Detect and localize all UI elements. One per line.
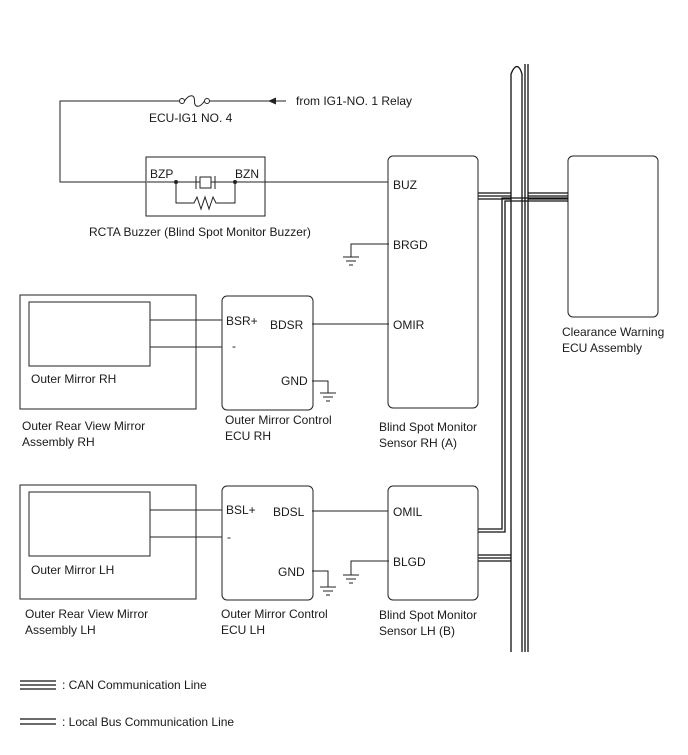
arrow-left-icon bbox=[268, 97, 276, 105]
sensor-rh-pin-omir: OMIR bbox=[393, 318, 425, 332]
ground-icon bbox=[343, 243, 389, 266]
legend: : CAN Communication Line : Local Bus Com… bbox=[20, 678, 234, 729]
ecu-rh-pin-gnd: GND bbox=[281, 374, 308, 388]
fuse-label: ECU-IG1 NO. 4 bbox=[149, 111, 233, 125]
local-bus-line-icon bbox=[20, 718, 56, 725]
buzzer-name: RCTA Buzzer (Blind Spot Monitor Buzzer) bbox=[89, 225, 311, 239]
ecu-lh-pin-gnd: GND bbox=[278, 565, 305, 579]
relay-source-label: from IG1-NO. 1 Relay bbox=[296, 94, 412, 108]
ecu-lh-pin-bsl: BSL+ bbox=[226, 503, 256, 517]
outer-mirror-assembly-lh: Outer Mirror LH Outer Rear View Mirror A… bbox=[19, 484, 197, 637]
clearance-ecu-name-1: Clearance Warning bbox=[562, 325, 664, 339]
sensor-rh: BUZ BRGD OMIR Blind Spot Monitor Sensor … bbox=[379, 155, 479, 450]
ecu-rh-name-2: ECU RH bbox=[225, 429, 271, 443]
sensor-rh-pin-brgd: BRGD bbox=[393, 238, 428, 252]
can-line-icon bbox=[20, 680, 56, 690]
ground-icon bbox=[312, 380, 336, 402]
can-branch-lh bbox=[478, 554, 511, 562]
can-branch-rh bbox=[478, 192, 568, 200]
resistor-icon bbox=[175, 182, 236, 211]
ecu-rh-name-1: Outer Mirror Control bbox=[225, 413, 332, 427]
power-feed: from IG1-NO. 1 Relay ECU-IG1 NO. 4 bbox=[59, 94, 412, 183]
fuse-icon bbox=[179, 95, 210, 107]
sensor-lh-pin-blgd: BLGD bbox=[393, 555, 426, 569]
sensor-lh-name-2: Sensor LH (B) bbox=[379, 624, 455, 638]
buzzer-pin-bzp: BZP bbox=[150, 167, 173, 181]
clearance-warning-ecu: Clearance Warning ECU Assembly bbox=[562, 155, 664, 355]
sensor-lh: OMIL BLGD Blind Spot Monitor Sensor LH (… bbox=[379, 485, 479, 638]
clearance-ecu-name-2: ECU Assembly bbox=[562, 341, 642, 355]
ground-icon bbox=[312, 570, 336, 596]
ecu-rh-pin-bdsr: BDSR bbox=[270, 318, 304, 332]
ecu-lh-pin-bdsl: BDSL bbox=[273, 505, 305, 519]
sensor-rh-name-1: Blind Spot Monitor bbox=[379, 420, 477, 434]
ecu-rh-pin-neg: - bbox=[232, 339, 236, 353]
buzzer-pin-bzn: BZN bbox=[235, 167, 259, 181]
legend-local-bus-label: : Local Bus Communication Line bbox=[62, 715, 234, 729]
crystal-icon bbox=[195, 176, 216, 189]
mirror-lh-inner-label: Outer Mirror LH bbox=[31, 563, 114, 577]
mirror-rh-name-2: Assembly RH bbox=[22, 435, 95, 449]
mirror-lh-name-2: Assembly LH bbox=[25, 623, 96, 637]
sensor-rh-name-2: Sensor RH (A) bbox=[379, 436, 457, 450]
mirror-rh-name-1: Outer Rear View Mirror bbox=[22, 419, 145, 433]
sensor-lh-name-1: Blind Spot Monitor bbox=[379, 608, 477, 622]
can-bus bbox=[510, 64, 529, 652]
legend-can-label: : CAN Communication Line bbox=[62, 678, 207, 692]
mirror-control-ecu-rh: BSR+ - BDSR GND Outer Mirror Control ECU… bbox=[221, 295, 332, 443]
mirror-rh-inner-label: Outer Mirror RH bbox=[31, 372, 116, 386]
sensor-rh-pin-buz: BUZ bbox=[393, 178, 417, 192]
ecu-lh-name-2: ECU LH bbox=[221, 623, 265, 637]
ecu-lh-pin-neg: - bbox=[227, 530, 231, 544]
local-bus-branch bbox=[478, 197, 568, 533]
rcta-buzzer: BZP BZN RCTA Buzzer (Blind Spot Monitor … bbox=[89, 156, 311, 239]
mirror-control-ecu-lh: BSL+ - BDSL GND Outer Mirror Control ECU… bbox=[221, 485, 328, 637]
ecu-rh-pin-bsr: BSR+ bbox=[226, 314, 258, 328]
ecu-lh-name-1: Outer Mirror Control bbox=[221, 607, 328, 621]
outer-mirror-assembly-rh: Outer Mirror RH Outer Rear View Mirror A… bbox=[19, 294, 197, 449]
ground-icon bbox=[343, 560, 389, 584]
mirror-lh-name-1: Outer Rear View Mirror bbox=[25, 607, 148, 621]
sensor-lh-pin-omil: OMIL bbox=[393, 505, 423, 519]
